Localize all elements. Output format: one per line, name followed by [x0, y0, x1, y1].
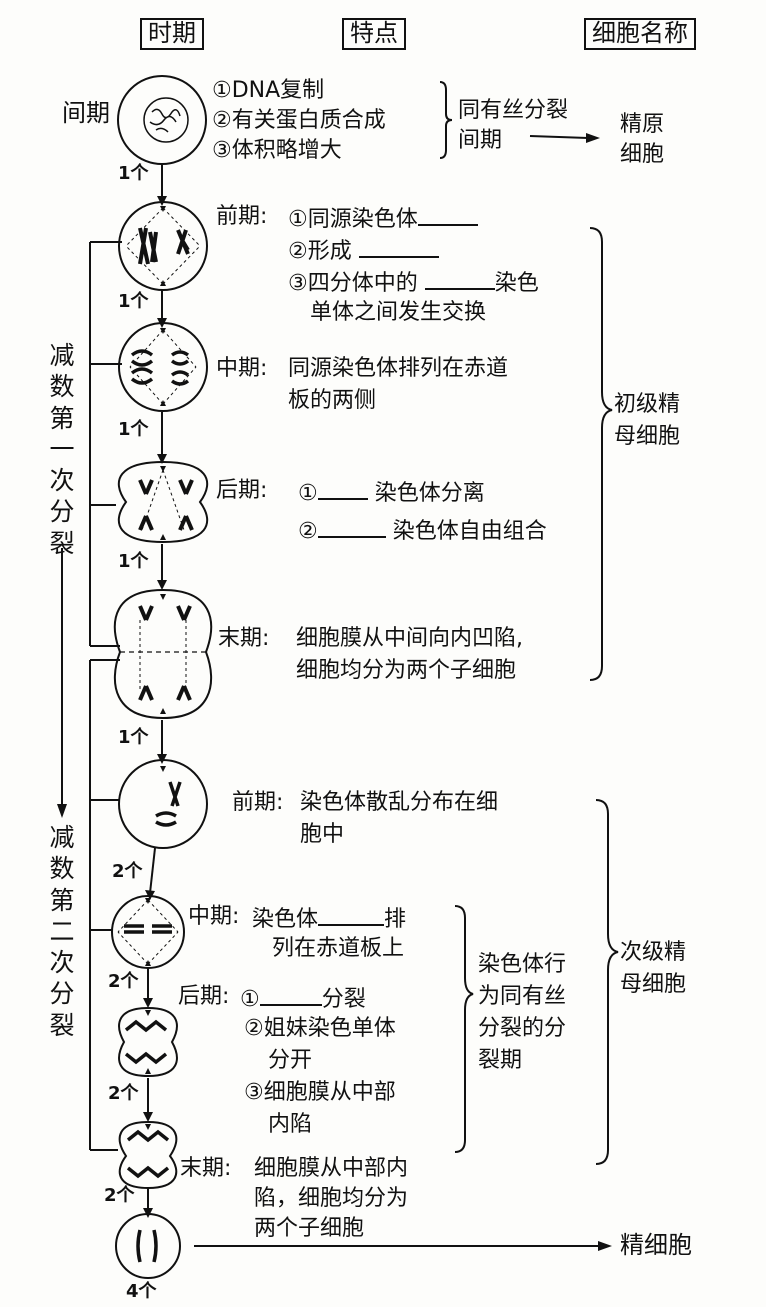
- m2-bracket-text-4: 裂期: [478, 1048, 523, 1073]
- meiosis1-label: 减数第一次分裂: [49, 341, 75, 558]
- m2-anaphase-line4: ③细胞膜从中部: [244, 1080, 396, 1105]
- count-label: 2个: [108, 1083, 139, 1104]
- m2-cell-name-1: 次级精: [620, 940, 687, 965]
- count-label: 1个: [118, 551, 149, 572]
- m1-telophase-line1: 细胞膜从中间向内凹陷,: [296, 626, 523, 651]
- m2-anaphase-line2: ②姐妹染色单体: [244, 1016, 396, 1041]
- count-label: 2个: [108, 971, 139, 992]
- m1-telophase-line2: 细胞均分为两个子细胞: [296, 658, 517, 683]
- meiosis2-prophase-cell: [118, 759, 208, 849]
- meiosis1-telophase-cell: [113, 588, 213, 720]
- m2-anaphase-line5: 内陷: [268, 1112, 313, 1137]
- meiosis2-anaphase-cell: [118, 1006, 178, 1078]
- count-label: 2个: [104, 1185, 135, 1206]
- m2-cell-name-2: 母细胞: [620, 972, 687, 997]
- header-feature: 特点: [342, 18, 406, 50]
- interphase-cell: [117, 75, 207, 165]
- meiosis2-metaphase-cell: [111, 895, 185, 969]
- m2-bracket-text-2: 为同有丝: [478, 984, 567, 1009]
- m2-telophase-line2: 陷，细胞均分为: [254, 1186, 409, 1211]
- flow-arrows: [147, 164, 163, 1212]
- m1-prophase-line4: 单体之间发生交换: [310, 300, 487, 325]
- m1-cell-name-1: 初级精: [614, 392, 681, 417]
- m1-telophase-label: 末期:: [218, 626, 270, 651]
- interphase-label: 间期: [62, 99, 110, 127]
- m2-metaphase-label: 中期:: [188, 904, 240, 929]
- meiosis1-anaphase-cell: [117, 460, 209, 544]
- m2-metaphase-line2: 列在赤道板上: [272, 936, 405, 961]
- count-label: 1个: [118, 727, 149, 748]
- m2-metaphase-line1: 染色体排: [252, 904, 406, 932]
- meiosis1-prophase-cell: [118, 201, 208, 291]
- m1-metaphase-line1: 同源染色体排列在赤道: [288, 356, 509, 381]
- count-label: 2个: [112, 861, 143, 882]
- final-cell-name: 精细胞: [620, 1231, 692, 1259]
- interphase-summary-2: 间期: [458, 128, 503, 153]
- sperm-cell: [115, 1213, 181, 1279]
- m2-prophase-line2: 胞中: [300, 822, 345, 847]
- m1-metaphase-line2: 板的两侧: [288, 388, 377, 413]
- m1-anaphase-label: 后期:: [216, 478, 268, 503]
- m2-anaphase-line3: 分开: [268, 1048, 313, 1073]
- m1-metaphase-label: 中期:: [216, 356, 268, 381]
- m1-prophase-label: 前期:: [216, 204, 268, 229]
- header-period: 时期: [140, 18, 204, 50]
- interphase-cell-name-2: 细胞: [620, 142, 665, 167]
- m1-anaphase-line2: ② 染色体自由组合: [298, 516, 547, 544]
- m1-prophase-line1: ①同源染色体: [288, 204, 478, 232]
- interphase-summary-1: 同有丝分裂: [458, 98, 569, 123]
- meiosis1-metaphase-cell: [118, 322, 208, 412]
- m2-telophase-label: 末期:: [180, 1156, 232, 1181]
- m1-anaphase-line1: ① 染色体分离: [298, 478, 485, 506]
- interphase-item-1: ①DNA复制: [212, 78, 325, 103]
- header-cell-name: 细胞名称: [584, 18, 696, 50]
- interphase-cell-name-1: 精原: [620, 112, 665, 137]
- m2-telophase-line1: 细胞膜从中部内: [254, 1156, 409, 1181]
- m2-bracket-text-1: 染色体行: [478, 952, 567, 977]
- interphase-item-2: ②有关蛋白质合成: [212, 108, 386, 133]
- meiosis2-label: 减数第二次分裂: [49, 823, 75, 1040]
- m1-prophase-line2: ②形成: [288, 236, 439, 264]
- m2-prophase-line1: 染色体散乱分布在细: [300, 790, 499, 815]
- m2-bracket-text-3: 分裂的分: [478, 1016, 567, 1041]
- interphase-item-3: ③体积略增大: [212, 138, 342, 163]
- m2-anaphase-label: 后期:: [178, 984, 230, 1009]
- count-label: 4个: [126, 1281, 157, 1302]
- count-label: 1个: [118, 419, 149, 440]
- count-label: 1个: [118, 163, 149, 184]
- m1-cell-name-2: 母细胞: [614, 424, 681, 449]
- m1-prophase-line3: ③四分体中的 染色: [288, 268, 539, 296]
- m2-telophase-line3: 两个子细胞: [254, 1216, 365, 1241]
- m2-prophase-label: 前期:: [232, 790, 284, 815]
- meiosis2-telophase-cell: [118, 1120, 178, 1190]
- count-label: 1个: [118, 291, 149, 312]
